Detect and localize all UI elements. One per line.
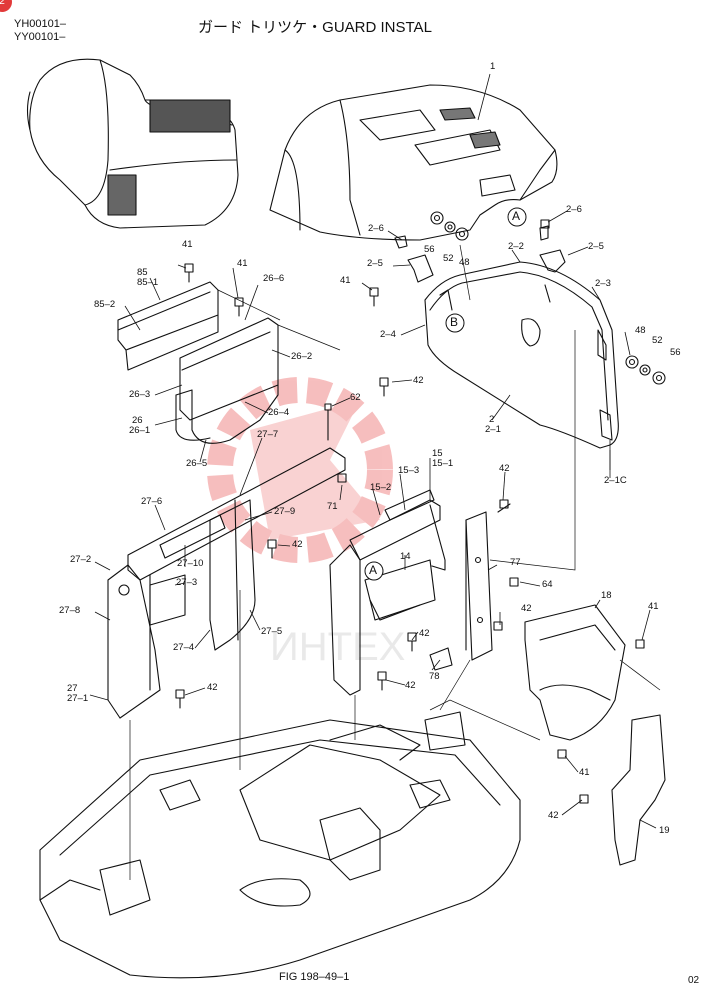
callout-41-b: 41 (237, 258, 248, 269)
callout-78: 78 (429, 671, 440, 682)
callout-2-4: 2–4 (380, 329, 396, 340)
callout-41-a: 41 (182, 239, 193, 250)
callout-27: 27 (67, 683, 78, 694)
washer-group-right (625, 355, 666, 385)
callout-15-1: 15–1 (432, 458, 454, 469)
callout-14: 14 (400, 551, 411, 562)
callout-56-right: 56 (670, 347, 681, 358)
svg-text:ИНТЕХ: ИНТЕХ (270, 625, 405, 669)
callout-2-2: 2–2 (508, 241, 524, 252)
model-code-1: YH00101– (14, 18, 66, 30)
callout-27-2: 27–2 (70, 554, 92, 565)
bolt-group (175, 219, 645, 804)
figure-number: FIG 198–49–1 (279, 971, 350, 983)
callout-2-6-right: 2–6 (566, 204, 582, 215)
callout-42-e: 42 (419, 628, 430, 639)
reference-markers (364, 207, 527, 581)
callout-15: 15 (432, 448, 443, 459)
callout-48-top: 48 (459, 257, 470, 268)
bracket-15 (329, 489, 446, 696)
callout-26-1: 26–1 (129, 425, 151, 436)
callout-27-5: 27–5 (261, 626, 283, 637)
callout-85: 85 (137, 267, 148, 278)
ref-marker-a-top: A (512, 209, 521, 223)
page-title: ガード トリツケ・GUARD INSTAL (198, 19, 432, 36)
callout-77: 77 (510, 557, 521, 568)
callout-27-3: 27–3 (176, 577, 198, 588)
callout-2: 2 (489, 414, 495, 425)
page-number: 02 (688, 975, 700, 986)
callout-27-1: 27–1 (67, 693, 89, 704)
base-frame (39, 711, 521, 979)
callout-2-3: 2–3 (595, 278, 611, 289)
hood-cover (269, 84, 558, 241)
callout-42-g: 42 (207, 682, 218, 693)
callout-52-top: 52 (443, 253, 454, 264)
callout-85-1: 85–1 (137, 277, 159, 288)
leader-lines (89, 73, 657, 829)
callout-26-5: 26–5 (186, 458, 208, 469)
callout-26-3: 26–3 (129, 389, 151, 400)
callout-41-c: 41 (340, 275, 351, 286)
callout-42-d: 42 (521, 603, 532, 614)
callout-18: 18 (601, 590, 612, 601)
callout-27-10: 27–10 (177, 558, 204, 569)
excavator-thumbnail (26, 58, 239, 229)
model-code-2: YY00101– (14, 31, 66, 43)
callout-42-f: 42 (405, 680, 416, 691)
bracket-77 (465, 511, 493, 661)
callout-52-right: 52 (652, 335, 663, 346)
panel-26 (175, 317, 279, 444)
washer-group-top (430, 211, 469, 241)
callout-42-b: 42 (499, 463, 510, 474)
callout-64: 64 (542, 579, 553, 590)
callout-26-2: 26–2 (291, 351, 313, 362)
callout-42-c: 42 (292, 539, 303, 550)
callout-42-a: 42 (413, 375, 424, 386)
callout-41-d: 41 (648, 601, 659, 612)
guard-18 (524, 604, 626, 741)
callout-85-2: 85–2 (94, 299, 116, 310)
plate-19 (611, 714, 666, 866)
callout-26-4: 26–4 (268, 407, 290, 418)
callout-15-3: 15–3 (398, 465, 420, 476)
callout-56-top: 56 (424, 244, 435, 255)
callout-2-1c: 2–1C (604, 475, 627, 486)
callout-26-6: 26–6 (263, 273, 285, 284)
callout-2-1: 2–1 (485, 424, 501, 435)
bracket-85 (117, 281, 219, 371)
assembly-guide-lines (129, 244, 661, 880)
ref-marker-a-lower: A (369, 563, 378, 577)
callout-15-2: 15–2 (370, 482, 392, 493)
clip-78 (429, 647, 453, 671)
callout-2-5-left: 2–5 (367, 258, 383, 269)
ref-marker-b: B (450, 315, 459, 329)
callout-19: 19 (659, 825, 670, 836)
watermark: ИНТЕХ (207, 377, 405, 669)
callout-1: 1 (490, 61, 496, 72)
latch-bracket-left (394, 235, 434, 283)
callout-27-9: 27–9 (274, 506, 296, 517)
frame-27 (107, 447, 346, 719)
latch-bracket-right (539, 225, 566, 273)
callout-41-e: 41 (579, 767, 590, 778)
callout-62: 62 (350, 392, 361, 403)
callout-2-6-left: 2–6 (368, 223, 384, 234)
callout-27-4: 27–4 (173, 642, 195, 653)
side-door-panel (424, 261, 619, 449)
callout-71: 71 (327, 501, 338, 512)
corner-badge: 2 (0, 0, 12, 12)
callout-48-right: 48 (635, 325, 646, 336)
callout-2-5-right: 2–5 (588, 241, 604, 252)
callout-27-7: 27–7 (257, 429, 279, 440)
callout-27-6: 27–6 (141, 496, 163, 507)
callout-26: 26 (132, 415, 143, 426)
callout-42-h: 42 (548, 810, 559, 821)
callout-27-8: 27–8 (59, 605, 81, 616)
